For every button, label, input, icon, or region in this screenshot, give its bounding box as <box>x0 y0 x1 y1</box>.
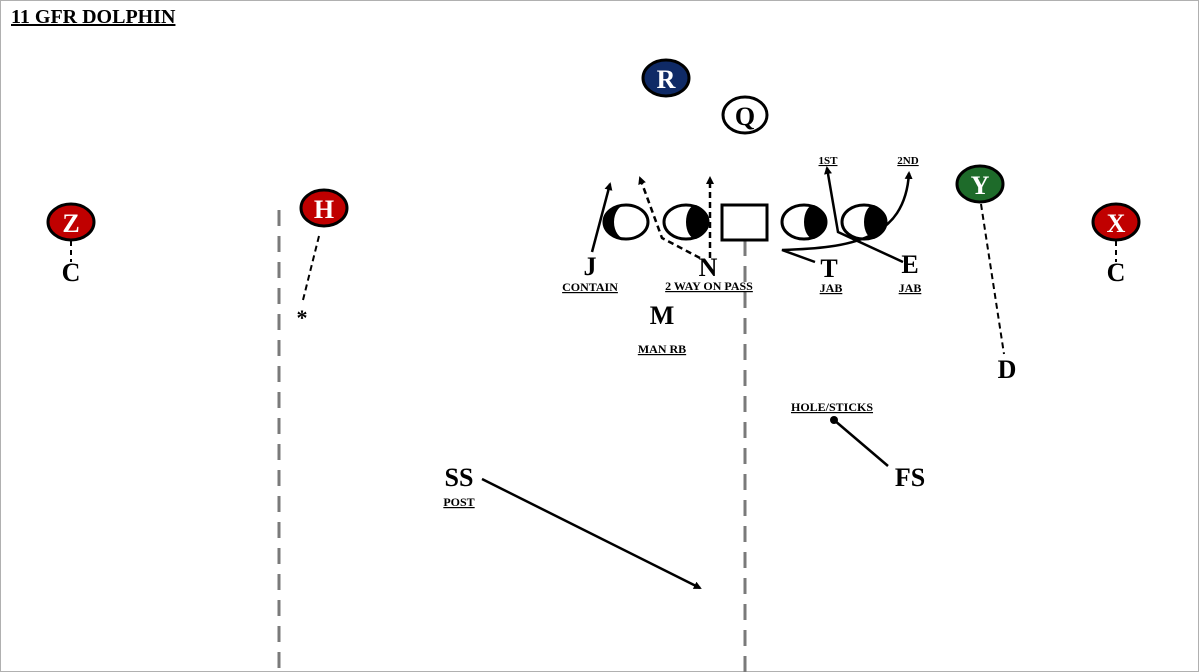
fs-label: FS <box>895 463 925 492</box>
first-note: 1ST <box>819 155 839 167</box>
n-label: N <box>699 253 718 282</box>
ss-label: SS <box>445 463 474 492</box>
e-jab-note: JAB <box>899 281 922 295</box>
h-receiver: H <box>299 188 349 228</box>
qb-label: Q <box>735 102 755 131</box>
rb-circle: R <box>641 58 691 98</box>
z-receiver: Z <box>46 202 96 242</box>
z-label: Z <box>62 209 79 238</box>
d-label: D <box>998 355 1017 384</box>
man-rb-note: MAN RB <box>638 342 686 356</box>
contain-note: CONTAIN <box>562 280 618 294</box>
qb-circle: Q <box>721 95 769 135</box>
e-label: E <box>901 250 918 279</box>
y-label: Y <box>971 171 990 200</box>
x-label: X <box>1107 209 1126 238</box>
star-label: * <box>297 305 308 330</box>
h-label: H <box>314 195 334 224</box>
second-note: 2ND <box>897 155 918 167</box>
j-rush-arrow <box>590 182 613 253</box>
e-stunt-arrow <box>824 166 904 264</box>
star-dash <box>302 235 320 301</box>
hole-sticks-note: HOLE/STICKS <box>791 400 873 414</box>
left-corner-label: C <box>62 258 81 287</box>
right-corner-label: C <box>1107 258 1126 287</box>
post-note: POST <box>443 495 474 509</box>
j-label: J <box>584 252 597 281</box>
m-label: M <box>650 301 675 330</box>
lineman-left-tackle <box>662 203 710 241</box>
center-square <box>720 203 769 242</box>
lineman-right-tackle <box>840 203 888 241</box>
lineman-left-guard <box>602 203 650 241</box>
y-receiver: Y <box>955 164 1005 204</box>
lineman-right-guard <box>780 203 828 241</box>
d-dash <box>980 203 1005 355</box>
ss-post-arrow <box>481 477 702 590</box>
t-jab-note: JAB <box>820 281 843 295</box>
play-title: 11 GFR DOLPHIN <box>11 6 176 28</box>
t-label: T <box>820 254 837 283</box>
fs-path <box>833 419 889 467</box>
x-receiver: X <box>1091 202 1141 242</box>
n-rush-left <box>638 176 701 260</box>
rb-label: R <box>657 65 676 94</box>
two-way-note: 2 WAY ON PASS <box>665 279 753 293</box>
t-stunt-arrow <box>781 171 913 264</box>
